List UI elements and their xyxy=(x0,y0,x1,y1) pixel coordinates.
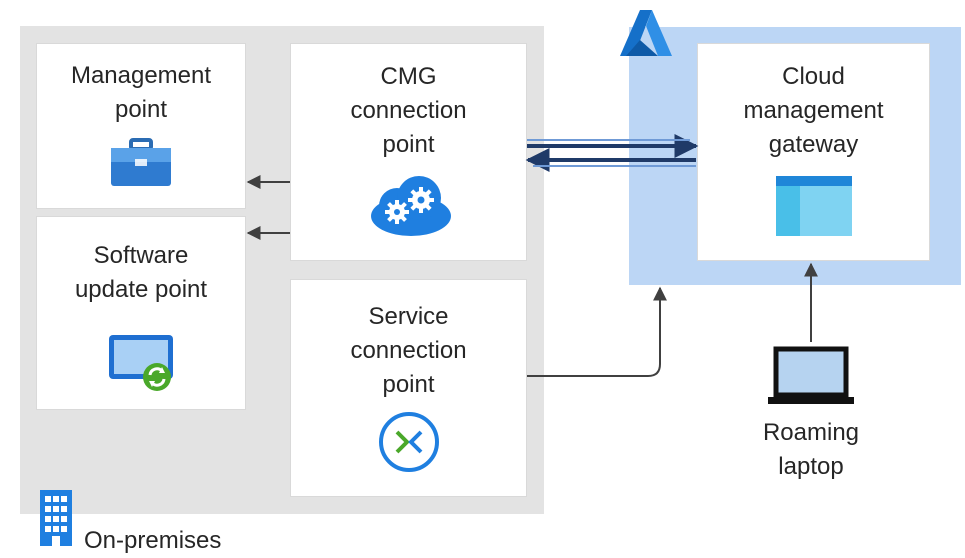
connector-icon xyxy=(377,410,441,474)
laptop-icon xyxy=(766,345,856,407)
service-connection-point-box: Service connection point xyxy=(290,279,527,497)
cmg-connection-point-box: CMG connection point xyxy=(290,43,527,261)
tablet-sync-icon xyxy=(107,331,179,393)
roaming-laptop-label: Roaming laptop xyxy=(762,419,860,480)
arrow-service-to-azure xyxy=(527,286,667,377)
toolbox-icon xyxy=(109,138,173,188)
management-point-box: Management point xyxy=(36,43,246,209)
cmg-connection-point-label: CMG connection point xyxy=(350,63,467,158)
service-connection-point-label: Service connection point xyxy=(350,303,467,398)
on-premises-label: On-premises xyxy=(84,527,222,554)
building-icon xyxy=(38,488,74,548)
management-point-label: Management point xyxy=(70,62,212,123)
software-update-point-box: Software update point xyxy=(36,216,246,410)
azure-logo-icon xyxy=(618,8,674,60)
cloud-management-gateway-box: Cloud management gateway xyxy=(697,43,930,261)
window-icon xyxy=(774,174,854,238)
software-update-point-label: Software update point xyxy=(74,242,208,303)
cloud-management-gateway-label: Cloud management gateway xyxy=(743,63,884,158)
cloud-gears-icon xyxy=(367,172,453,238)
